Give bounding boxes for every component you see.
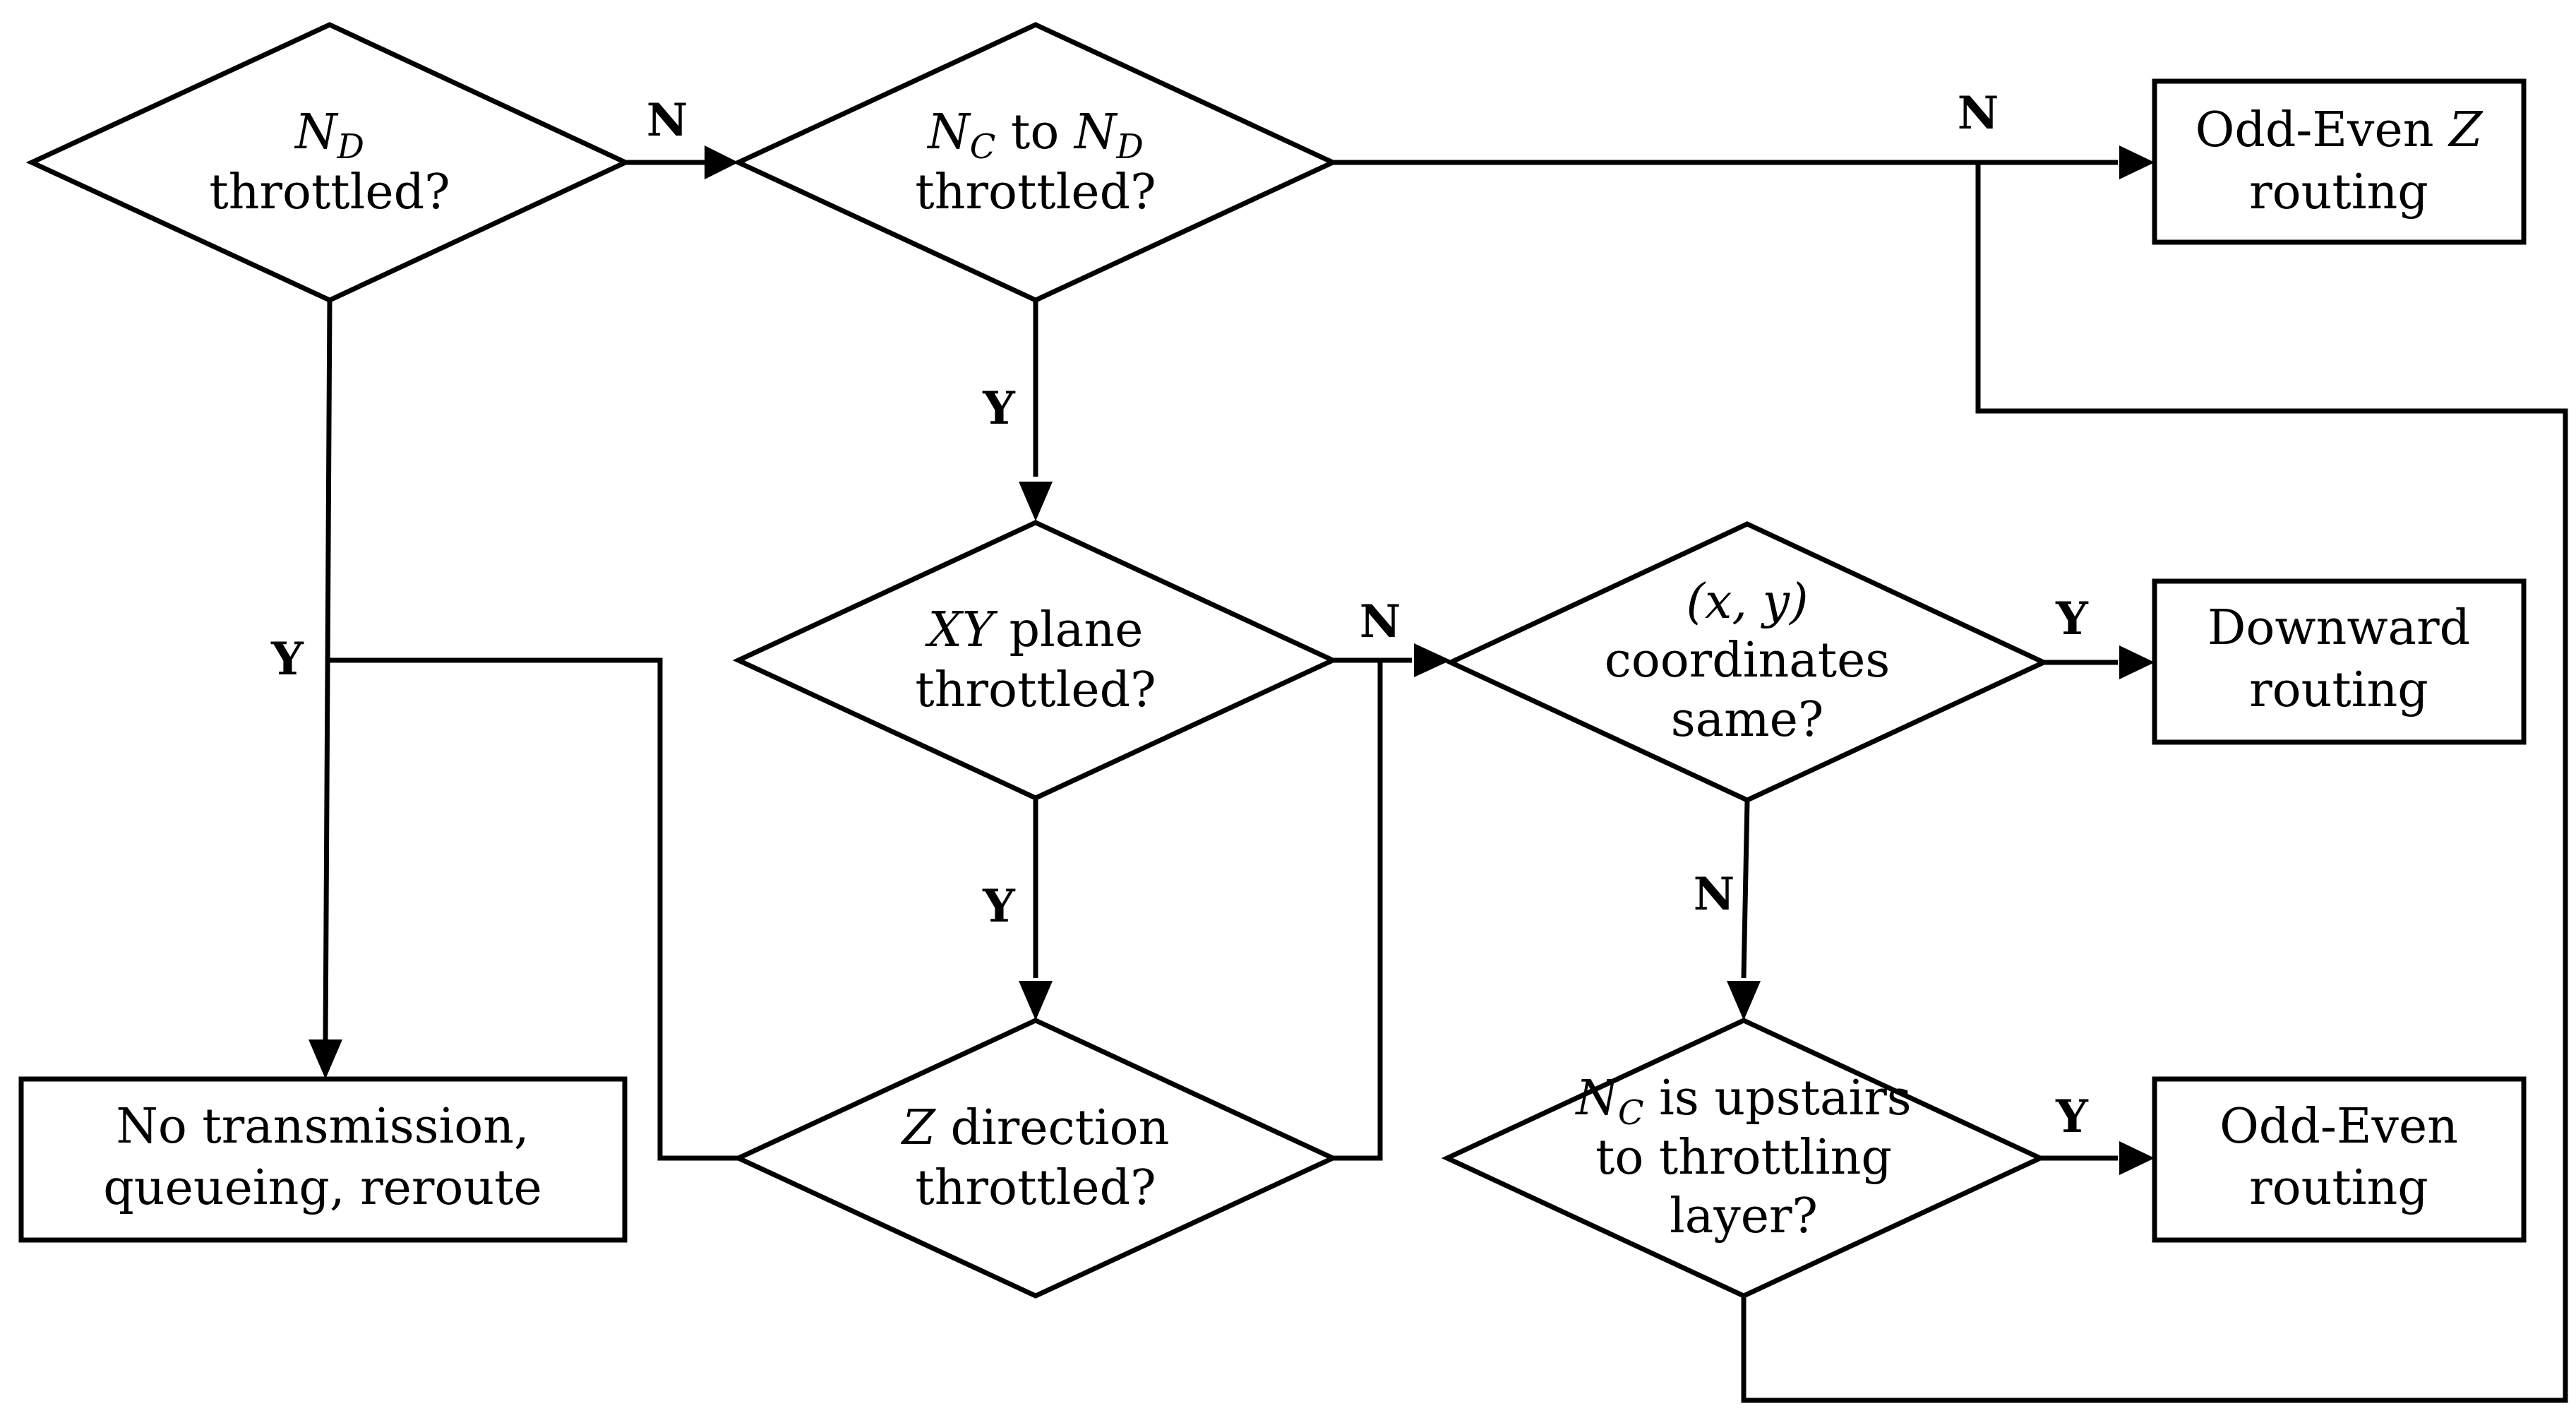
edge-label-xy-to-coords: N	[1360, 595, 1401, 648]
nc-to-nd-line2: throttled?	[915, 165, 1156, 220]
box-odd-even-z-routing: Odd-Even Z routing	[2152, 78, 2527, 245]
arrowhead-to-z	[1019, 981, 1053, 1020]
nd-var: N	[294, 105, 339, 160]
svg-text:Odd-Even Z: Odd-Even Z	[2195, 102, 2484, 158]
connector-z-to-nd-line	[327, 657, 738, 1161]
box-no-transmission: No transmission, queueing, reroute	[18, 1076, 628, 1243]
arrowhead-to-xy	[1019, 482, 1053, 521]
nd-throttled-line2: throttled?	[209, 165, 450, 220]
decision-nc-to-nd-throttled: NC to ND throttled?	[732, 22, 1339, 303]
svg-text:NC to ND: NC to ND	[926, 105, 1144, 167]
decision-z-direction-throttled: Z direction throttled?	[732, 1018, 1339, 1299]
edge-label-nd-to-notx: Y	[270, 633, 304, 686]
decision-xy-plane-throttled: XY plane throttled?	[732, 520, 1339, 801]
svg-text:ND: ND	[294, 105, 364, 167]
arrowhead-to-upstairs	[1727, 981, 1761, 1020]
edge-label-xy-to-z: Y	[982, 880, 1016, 933]
arrowhead-to-notx	[308, 1039, 342, 1079]
arrowhead-to-downward	[2119, 645, 2155, 679]
edge-label-coords-to-downward: Y	[2055, 592, 2089, 645]
no-transmission-line2: queueing, reroute	[103, 1160, 541, 1216]
coords-line3: same?	[1671, 692, 1824, 748]
arrowhead-to-oddeven	[2119, 1141, 2155, 1175]
arrowhead-to-nc	[705, 145, 738, 179]
edge-label-coords-to-upstairs: N	[1694, 868, 1735, 921]
decision-nc-upstairs: NC is upstairs to throttling layer?	[1441, 1018, 2047, 1299]
connector-coords-to-upstairs	[1741, 799, 1750, 979]
arrowheads	[308, 145, 2155, 1175]
connector-z-to-coords	[1333, 660, 1383, 1161]
coords-line2: coordinates	[1605, 633, 1891, 689]
svg-text:NC is upstairs: NC is upstairs	[1574, 1071, 1911, 1133]
box-odd-even-routing: Odd-Even routing	[2152, 1076, 2527, 1243]
box-downward-routing: Downward routing	[2152, 578, 2527, 745]
connector-nd-to-notx	[323, 299, 333, 1042]
edge-label-nd-to-nc: N	[647, 94, 688, 147]
nd-sub: D	[337, 127, 364, 167]
xy-plane-line2: throttled?	[915, 662, 1156, 718]
decision-xy-coordinates-same: (x, y) coordinates same?	[1444, 521, 2050, 803]
coords-line1: (x, y)	[1686, 574, 1808, 630]
connector-upstairs-loop-to-oddeven-z	[1741, 162, 2568, 1403]
upstairs-line3: layer?	[1670, 1188, 1818, 1244]
no-transmission-line1: No transmission,	[116, 1099, 529, 1155]
downward-line1: Downward	[2207, 600, 2470, 656]
edge-label-nc-to-xy: Y	[982, 382, 1016, 435]
downward-line2: routing	[2249, 662, 2428, 718]
edge-labels: N N Y Y N Y Y N Y	[270, 87, 2089, 1143]
odd-even-line2: routing	[2249, 1160, 2428, 1216]
z-direction-line2: throttled?	[915, 1160, 1156, 1216]
odd-even-z-line2: routing	[2249, 165, 2428, 220]
upstairs-line2: to throttling	[1595, 1130, 1892, 1186]
connectors	[323, 160, 2568, 1403]
arrowhead-to-oddeven-z	[2119, 145, 2155, 179]
decision-nd-throttled: ND throttled?	[25, 22, 632, 303]
odd-even-line1: Odd-Even	[2219, 1099, 2458, 1155]
svg-text:Z direction: Z direction	[901, 1100, 1170, 1156]
edge-label-upstairs-to-oddeven: Y	[2055, 1090, 2089, 1143]
edge-label-nc-to-oddeven-z: N	[1958, 87, 1999, 140]
svg-text:XY plane: XY plane	[925, 602, 1144, 658]
arrowhead-to-coords	[1414, 643, 1451, 677]
